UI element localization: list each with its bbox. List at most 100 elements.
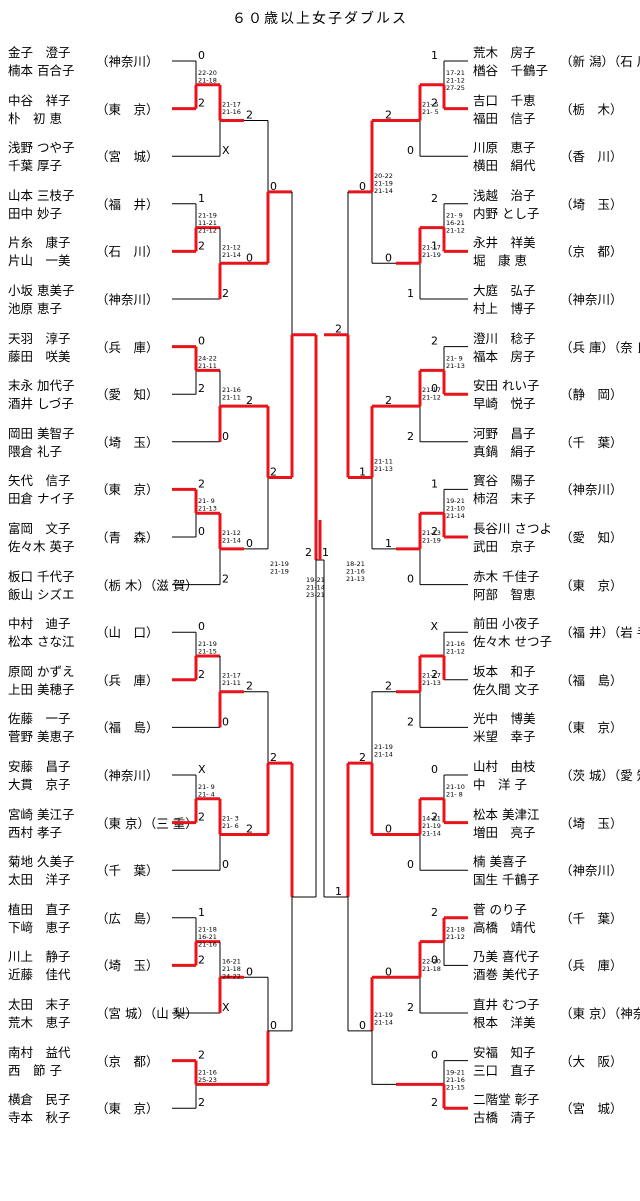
match-score: 0: [246, 251, 253, 264]
player-name: 根本 洋美: [473, 1015, 536, 1030]
player-name: 直井 むつ子: [473, 997, 540, 1012]
prefecture: （大 阪）: [560, 1053, 623, 1069]
match-score: 2: [385, 109, 392, 122]
match-score: 2: [198, 1049, 205, 1062]
player-name: 富岡 文子: [8, 521, 71, 536]
prefecture: （愛 知）: [560, 530, 623, 545]
prefecture: （神奈川）: [560, 292, 623, 307]
player-name: 岡田 美智子: [8, 425, 75, 441]
player-name: 吉口 千恵: [473, 92, 536, 108]
player-name: 隈倉 礼子: [8, 443, 62, 459]
player-name: 南村 益代: [8, 1044, 71, 1060]
player-name: 西 節 子: [8, 1062, 62, 1078]
match-score: 0: [431, 1049, 438, 1062]
player-name: 宮崎 美江子: [8, 806, 75, 822]
match-score: 1: [359, 466, 366, 479]
match-score: 0: [246, 537, 253, 550]
match-score: 1: [431, 49, 438, 62]
player-name: 増田 亮子: [473, 824, 536, 840]
prefecture: （千 葉）: [96, 863, 159, 879]
player-name: 池原 恵子: [8, 301, 62, 316]
player-name: 原岡 かずえ: [8, 663, 75, 679]
prefecture: （東 京）（三 重）: [96, 815, 198, 831]
match-score: 0: [222, 715, 229, 728]
prefecture: （栃 木）（滋 賀）: [96, 577, 198, 593]
player-name: 福本 房子: [473, 348, 536, 364]
prefecture: （福 井）（岩 手）: [560, 625, 640, 641]
player-name: 中谷 祥子: [8, 92, 71, 108]
match-score: 1: [198, 906, 205, 919]
player-name: 福田 信子: [473, 110, 536, 126]
player-name: 上田 美穂子: [8, 681, 75, 697]
final-score: 2: [305, 546, 312, 559]
player-name: 寳谷 陽子: [473, 473, 536, 489]
prefecture: （茨 城）（愛 知）: [560, 768, 640, 783]
match-score: X: [430, 620, 438, 633]
match-score: 1: [335, 885, 342, 898]
player-name: 末永 加代子: [8, 378, 75, 394]
player-name: 藤田 咲美: [8, 348, 71, 364]
player-name: 横倉 民子: [8, 1092, 71, 1108]
player-name: 田中 妙子: [8, 205, 62, 221]
prefecture: （福 島）: [560, 672, 623, 688]
match-score: X: [198, 763, 206, 776]
match-score: 0: [385, 251, 392, 264]
match-score: 1: [407, 287, 414, 300]
prefecture: （福 井）: [96, 196, 159, 212]
match-score: 0: [359, 180, 366, 193]
match-score: 2: [407, 430, 414, 443]
prefecture: （兵 庫）（奈 良）: [560, 339, 640, 355]
player-name: 永井 祥美: [473, 235, 536, 251]
match-score: 2: [222, 287, 229, 300]
player-name: 寺本 秋子: [8, 1110, 71, 1126]
prefecture: （静 岡）: [560, 387, 623, 403]
player-name: 国生 千鶴子: [473, 872, 540, 888]
match-score: 0: [407, 144, 414, 157]
player-name: 西村 孝子: [8, 824, 62, 840]
prefecture: （京 都）: [96, 1053, 159, 1069]
match-score: 2: [198, 239, 205, 252]
player-name: 太田 末子: [8, 997, 71, 1012]
prefecture: （東 京）: [560, 577, 623, 593]
match-score: 0: [198, 49, 205, 62]
match-score: 2: [198, 477, 205, 490]
match-score: 0: [222, 858, 229, 871]
player-name: 片山 一美: [8, 253, 71, 269]
match-score: 1: [431, 477, 438, 490]
player-name: 高橋 靖代: [473, 919, 536, 935]
player-name: 天羽 淳子: [8, 330, 71, 346]
prefecture: （千 葉）: [560, 434, 623, 450]
match-score: 2: [198, 1096, 205, 1109]
player-name: 川上 静子: [8, 949, 71, 965]
player-name: 河野 昌子: [473, 425, 536, 441]
player-name: 田倉 ナイ子: [8, 491, 75, 507]
match-score: 0: [246, 965, 253, 978]
prefecture: （兵 庫）: [560, 958, 623, 974]
match-score: 2: [385, 394, 392, 407]
prefecture: （宮 城）: [96, 149, 159, 165]
player-name: 荒木 恵子: [8, 1015, 71, 1030]
player-name: 三口 直子: [473, 1062, 536, 1078]
match-score: 2: [359, 751, 366, 764]
match-score: 0: [407, 573, 414, 586]
match-score: 0: [270, 180, 277, 193]
player-name: 楢谷 千鶴子: [473, 63, 549, 78]
player-name: 山村 由枝: [473, 759, 536, 774]
player-name: 植田 直子: [8, 901, 71, 917]
prefecture: （東 京）: [96, 482, 159, 498]
player-name: 古橋 清子: [473, 1110, 536, 1126]
player-name: 澄川 稔子: [473, 330, 536, 346]
prefecture: （香 川）: [560, 149, 623, 165]
player-name: 菊地 久美子: [8, 854, 75, 870]
prefecture: （栃 木）: [560, 101, 623, 117]
